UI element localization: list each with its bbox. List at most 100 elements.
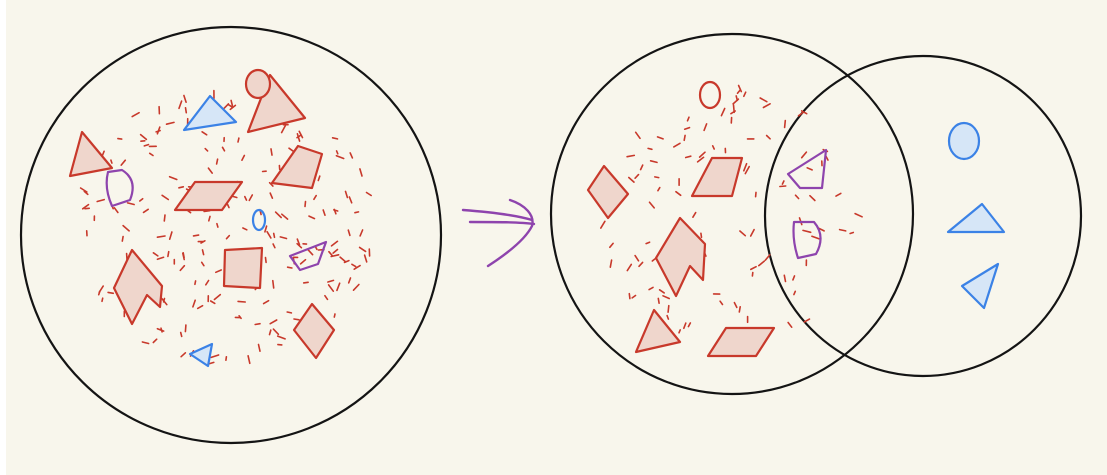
red-scribble-mark (631, 294, 637, 299)
red-scribble-mark (651, 258, 656, 262)
red-scribble-mark (107, 291, 115, 295)
red-scribble-mark (649, 160, 658, 164)
red-scribble-mark (634, 131, 641, 140)
red-scribble-mark (639, 164, 644, 171)
red-scribble-mark (738, 305, 742, 313)
red-scribble-mark (762, 103, 771, 109)
red-scribble-mark (117, 137, 123, 140)
red-scribble-mark (703, 123, 708, 132)
red-scribble-mark (333, 313, 336, 318)
red-scribble-mark (759, 97, 768, 103)
red-scribble-mark (800, 110, 808, 115)
red-scribble-mark (317, 175, 321, 182)
red-triangle-shape (246, 73, 307, 134)
red-scribble-mark (244, 195, 248, 201)
red-scribble-mark (719, 300, 724, 306)
red-scribble-mark (627, 176, 635, 183)
red-scribble-mark (165, 121, 175, 125)
red-scribble-mark (192, 299, 196, 308)
red-scribble-mark (658, 288, 666, 294)
red-scribble-mark (353, 264, 361, 271)
red-scribble-mark (656, 136, 664, 140)
red-scribble-mark (156, 256, 165, 261)
red-scribble-mark (215, 158, 219, 165)
red-scribble-mark (683, 126, 691, 130)
red-scribble-mark (226, 203, 230, 209)
red-scribble-mark (248, 194, 254, 202)
red-triangle-shape (634, 308, 682, 354)
red-scribble-mark (351, 263, 357, 268)
red-scribble-mark (343, 259, 350, 264)
blue-oval-shape (251, 208, 267, 232)
red-scribble-mark (700, 232, 703, 239)
red-scribble-mark (296, 242, 303, 249)
red-scribble-mark (121, 235, 124, 242)
red-scribble-mark (803, 318, 811, 323)
red-scribble-mark (270, 148, 273, 156)
red-scribble-mark (678, 329, 682, 334)
red-scribble-mark (204, 147, 209, 152)
red-scribble-mark (160, 327, 163, 333)
red-scribble-mark (167, 250, 170, 258)
red-scribble-mark (626, 263, 633, 272)
red-scribble-mark (207, 167, 213, 174)
red-oval-shape (698, 80, 722, 110)
red-scribble-mark (209, 300, 216, 305)
red-scribble-mark (793, 290, 797, 296)
red-scribble-mark (628, 292, 631, 300)
right-sets (549, 32, 1083, 396)
red-parallelogram-shape (173, 180, 244, 212)
red-scribble-mark (736, 89, 742, 95)
red-scribble-mark (307, 248, 314, 256)
red-scribble-mark (720, 107, 726, 117)
red-scribble-mark (213, 293, 222, 301)
red-scribble-mark (272, 328, 280, 336)
red-scribble-mark (179, 264, 186, 272)
red-scribble-mark (200, 240, 206, 244)
red-scribble-mark (335, 154, 345, 160)
canvas-edge (0, 0, 6, 475)
red-scribble-mark (838, 228, 847, 232)
red-parallelogram-shape (706, 326, 776, 358)
red-scribble-mark (269, 192, 274, 199)
red-scribble-mark (207, 361, 215, 365)
red-scribble-mark (180, 351, 187, 358)
red-scribble-mark (286, 311, 293, 314)
red-scribble-mark (271, 279, 275, 289)
red-diamond-shape (270, 144, 324, 190)
red-scribble-mark (609, 259, 613, 269)
red-scribble-mark (161, 194, 170, 201)
red-scribble-mark (675, 190, 682, 197)
red-scribble-mark (237, 137, 240, 143)
red-scribble-mark (184, 107, 188, 114)
left-set-circle (19, 25, 443, 445)
red-scribble-mark (634, 173, 640, 179)
red-scribble-mark (178, 100, 183, 110)
red-scribble-mark (208, 215, 211, 222)
right-set-left-circle (549, 32, 915, 396)
red-scribble-mark (335, 150, 339, 155)
red-scribble-mark (168, 175, 178, 181)
red-triangle-shape (68, 130, 114, 178)
red-scribble-mark (327, 279, 335, 283)
red-scribble-mark (192, 234, 200, 237)
red-scribble-mark (835, 192, 842, 197)
blue-triangle-shape (946, 202, 1006, 234)
red-parallelogram-shape (690, 156, 744, 198)
red-scribble-mark (299, 258, 307, 265)
red-scribble-mark (276, 335, 286, 340)
red-scribble-mark (168, 231, 173, 240)
red-scribble-mark (269, 319, 278, 325)
red-scribble-mark (178, 186, 185, 189)
hand-drawn-arrow-icon (461, 198, 536, 268)
red-scribble-mark (792, 275, 796, 281)
red-scribble-mark (648, 286, 654, 291)
red-scribble-mark (184, 324, 187, 333)
red-arrow-shape (654, 216, 707, 298)
red-scribble-mark (358, 246, 367, 253)
red-scribble-mark (142, 208, 149, 214)
red-scribble-mark (742, 91, 747, 98)
red-scribble-mark (266, 230, 272, 239)
red-scribble-mark (280, 213, 289, 220)
red-scribble-mark (779, 185, 787, 188)
